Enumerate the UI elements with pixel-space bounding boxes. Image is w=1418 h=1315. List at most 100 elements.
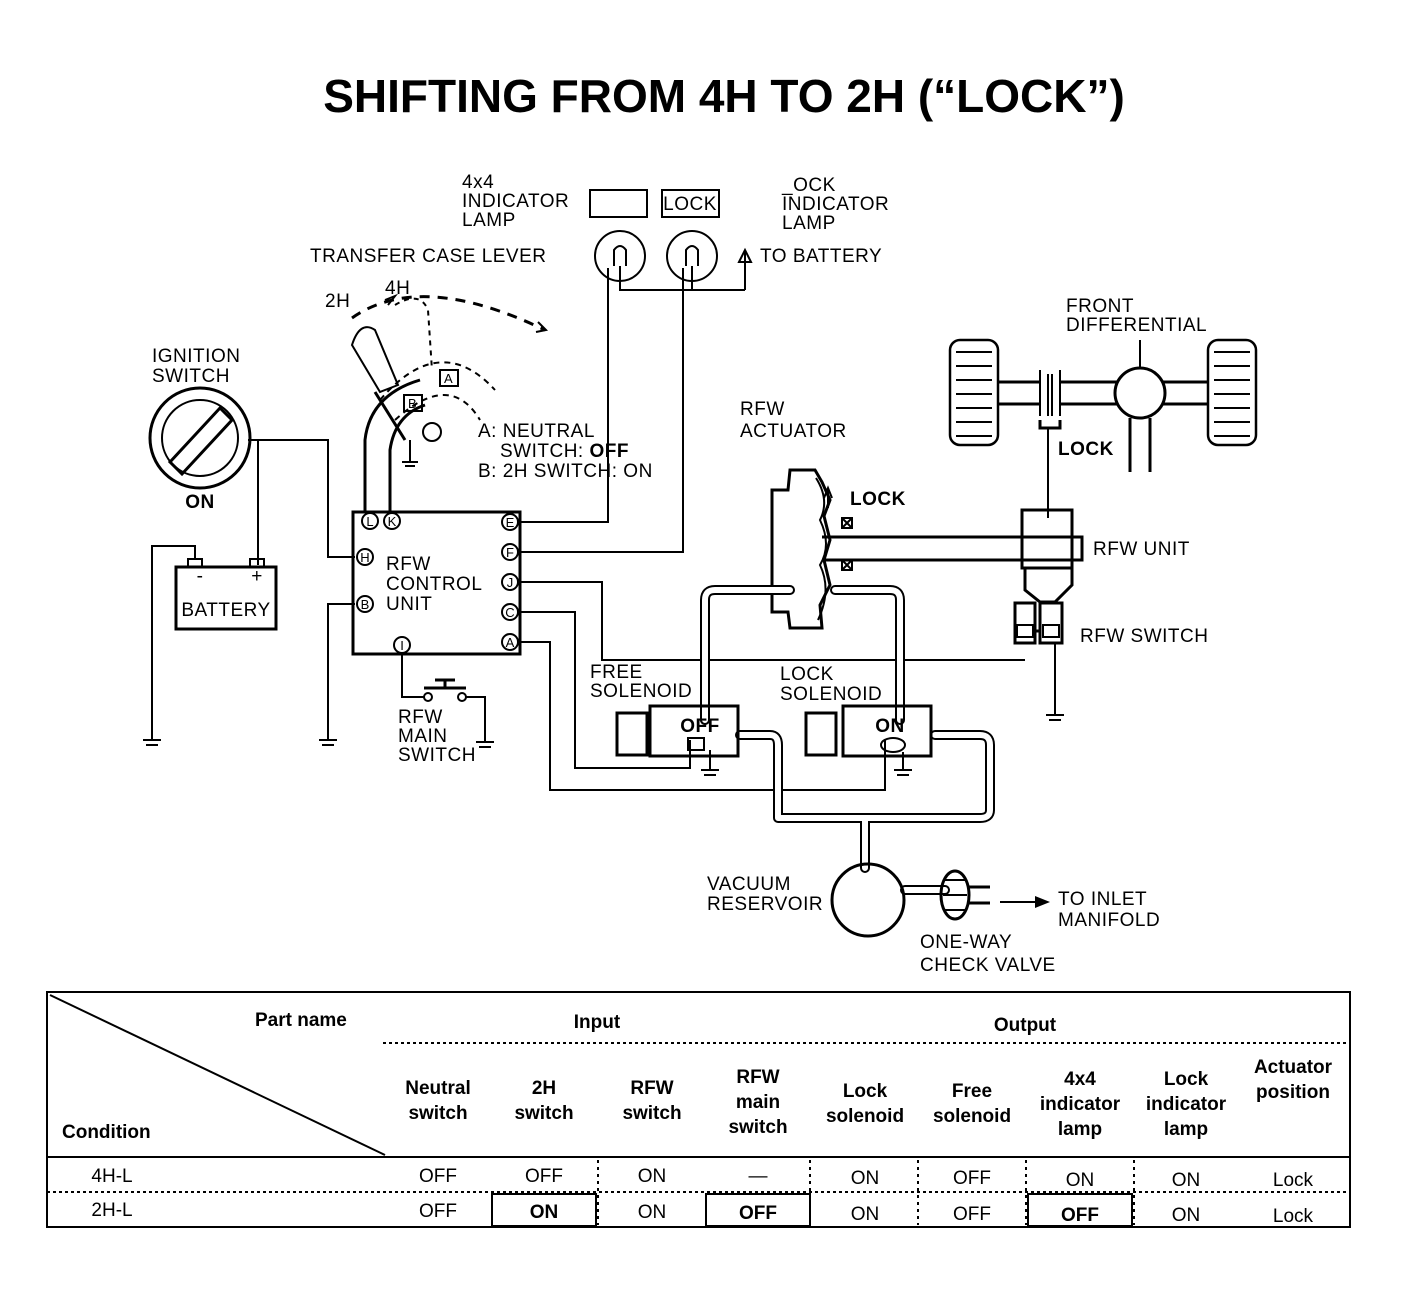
svg-text:Actuator: Actuator: [1254, 1057, 1333, 1078]
svg-text:ON: ON: [1172, 1205, 1201, 1226]
svg-text:Lock: Lock: [1273, 1206, 1314, 1227]
svg-text:F: F: [506, 545, 514, 560]
svg-text:SOLENOID: SOLENOID: [590, 681, 692, 702]
svg-text:ON: ON: [851, 1168, 880, 1189]
svg-text:OFF: OFF: [419, 1201, 457, 1222]
svg-text:L: L: [366, 514, 373, 529]
svg-text:Lock: Lock: [1164, 1069, 1209, 1090]
svg-text:ACTUATOR: ACTUATOR: [740, 421, 847, 442]
svg-text:B: 2H SWITCH: ON: B: 2H SWITCH: ON: [478, 461, 653, 482]
svg-text:Neutral: Neutral: [405, 1078, 470, 1099]
table-condition: Condition: [62, 1122, 151, 1143]
front-axle: [948, 338, 1258, 518]
svg-text:switch: switch: [408, 1103, 467, 1124]
svg-text:FREE: FREE: [590, 662, 643, 683]
table-column-headers: Neutral switch 2H switch RFW switch RFW …: [405, 1057, 1332, 1140]
svg-text:RFW: RFW: [630, 1078, 673, 1099]
lock-lamp-text: LOCK: [663, 194, 717, 215]
svg-text:CONTROL: CONTROL: [386, 574, 482, 595]
vacuum-lines: [700, 585, 995, 895]
check-valve-label: ONE-WAY CHECK VALVE: [920, 932, 1056, 976]
svg-text:B: B: [361, 597, 370, 612]
svg-text:LAMP: LAMP: [782, 213, 836, 234]
rfw-unit: [1020, 508, 1074, 604]
svg-text:OFF: OFF: [525, 1166, 563, 1187]
svg-text:ONE-WAY: ONE-WAY: [920, 932, 1012, 953]
table-part-name: Part name: [255, 1010, 347, 1031]
svg-text:RFW: RFW: [386, 554, 431, 575]
svg-text:main: main: [736, 1092, 780, 1113]
control-unit-ground-wire: [319, 603, 355, 746]
svg-text:SWITCH: OFF: SWITCH: OFF: [500, 441, 629, 462]
svg-text:E: E: [506, 515, 515, 530]
svg-text:B: B: [408, 396, 417, 411]
to-battery-label: TO BATTERY: [760, 246, 882, 267]
diff-lock-label: LOCK: [1058, 439, 1114, 460]
to-battery-arrow: [737, 247, 753, 290]
svg-text:ON: ON: [638, 1166, 667, 1187]
svg-text:OFF: OFF: [953, 1204, 991, 1225]
svg-text:Lock: Lock: [843, 1081, 888, 1102]
svg-text:4H: 4H: [385, 278, 410, 299]
svg-text:I: I: [400, 638, 404, 653]
svg-text:OFF: OFF: [419, 1166, 457, 1187]
lock-lamp-display: [661, 189, 720, 218]
svg-text:_OCK: _OCK: [781, 175, 836, 196]
lock-solenoid-state: ON: [875, 716, 905, 737]
one-way-check-valve: [939, 869, 990, 921]
rfw-switch: [1013, 601, 1064, 721]
actuator-rod: [822, 535, 1084, 562]
table-output: Output: [994, 1015, 1057, 1036]
ignition-switch: [148, 386, 252, 490]
svg-text:ON: ON: [1066, 1170, 1095, 1191]
transfer-case-lever-label: TRANSFER CASE LEVER: [310, 246, 547, 267]
table-row-4h-l: 4H-L OFF OFF ON — ON OFF ON ON Lock: [91, 1166, 1313, 1191]
table-row-2h-l: 2H-L OFF ON ON OFF ON OFF OFF ON Lock: [91, 1200, 1313, 1227]
svg-text:SWITCH: SWITCH: [152, 366, 230, 387]
svg-text:INDICATOR: INDICATOR: [462, 191, 569, 212]
svg-text:ON: ON: [851, 1204, 880, 1225]
svg-text:SOLENOID: SOLENOID: [780, 684, 882, 705]
svg-text:RESERVOIR: RESERVOIR: [707, 894, 823, 915]
ignition-wiring: [248, 439, 355, 565]
free-solenoid-state: OFF: [680, 716, 720, 737]
svg-text:switch: switch: [622, 1103, 681, 1124]
svg-text:2H: 2H: [532, 1078, 556, 1099]
svg-text:2H-L: 2H-L: [91, 1200, 132, 1221]
svg-text:4H-L: 4H-L: [91, 1166, 132, 1187]
vacuum-reservoir-label: VACUUM RESERVOIR: [707, 874, 823, 915]
svg-text:K: K: [388, 514, 397, 529]
svg-text:solenoid: solenoid: [826, 1106, 904, 1127]
battery-ground-wire: [143, 545, 196, 746]
rfw-actuator-label: RFW ACTUATOR: [740, 399, 847, 442]
diagram-title: SHIFTING FROM 4H TO 2H (“LOCK”): [323, 70, 1125, 122]
battery: - + BATTERY: [174, 558, 278, 631]
free-solenoid-label: FREE SOLENOID: [590, 662, 692, 702]
control-unit-terminals: L K E F J C A H B I: [356, 512, 519, 654]
rfw-main-switch: [401, 653, 494, 748]
control-wiring: [520, 581, 1025, 791]
lock-indicator-label: _OCK INDICATOR LAMP: [781, 175, 889, 234]
rfw-unit-label: RFW UNIT: [1093, 539, 1190, 560]
actuator-lock-label: LOCK: [850, 489, 906, 510]
svg-text:RFW: RFW: [398, 707, 443, 728]
front-differential-label: FRONT DIFFERENTIAL: [1066, 296, 1207, 336]
svg-text:INDICATOR: INDICATOR: [782, 194, 889, 215]
to-inlet-arrowhead: [1035, 896, 1050, 908]
svg-text:4x4: 4x4: [1064, 1069, 1096, 1090]
vacuum-reservoir: [830, 862, 906, 938]
svg-text:CHECK VALVE: CHECK VALVE: [920, 955, 1056, 976]
svg-text:BATTERY: BATTERY: [181, 600, 270, 621]
svg-text:-: -: [197, 566, 204, 587]
svg-text:J: J: [507, 575, 514, 590]
svg-text:RFW: RFW: [740, 399, 785, 420]
svg-text:LOCK: LOCK: [780, 664, 834, 685]
svg-text:IGNITION: IGNITION: [152, 346, 240, 367]
svg-text:MANIFOLD: MANIFOLD: [1058, 910, 1160, 931]
transfer-case-lever: 2H 4H A B: [325, 278, 549, 512]
svg-text:VACUUM: VACUUM: [707, 874, 791, 895]
svg-text:A: A: [506, 635, 515, 650]
svg-text:indicator: indicator: [1040, 1094, 1121, 1115]
svg-text:Free: Free: [952, 1081, 992, 1102]
svg-text:A: NEUTRAL: A: NEUTRAL: [478, 421, 595, 442]
